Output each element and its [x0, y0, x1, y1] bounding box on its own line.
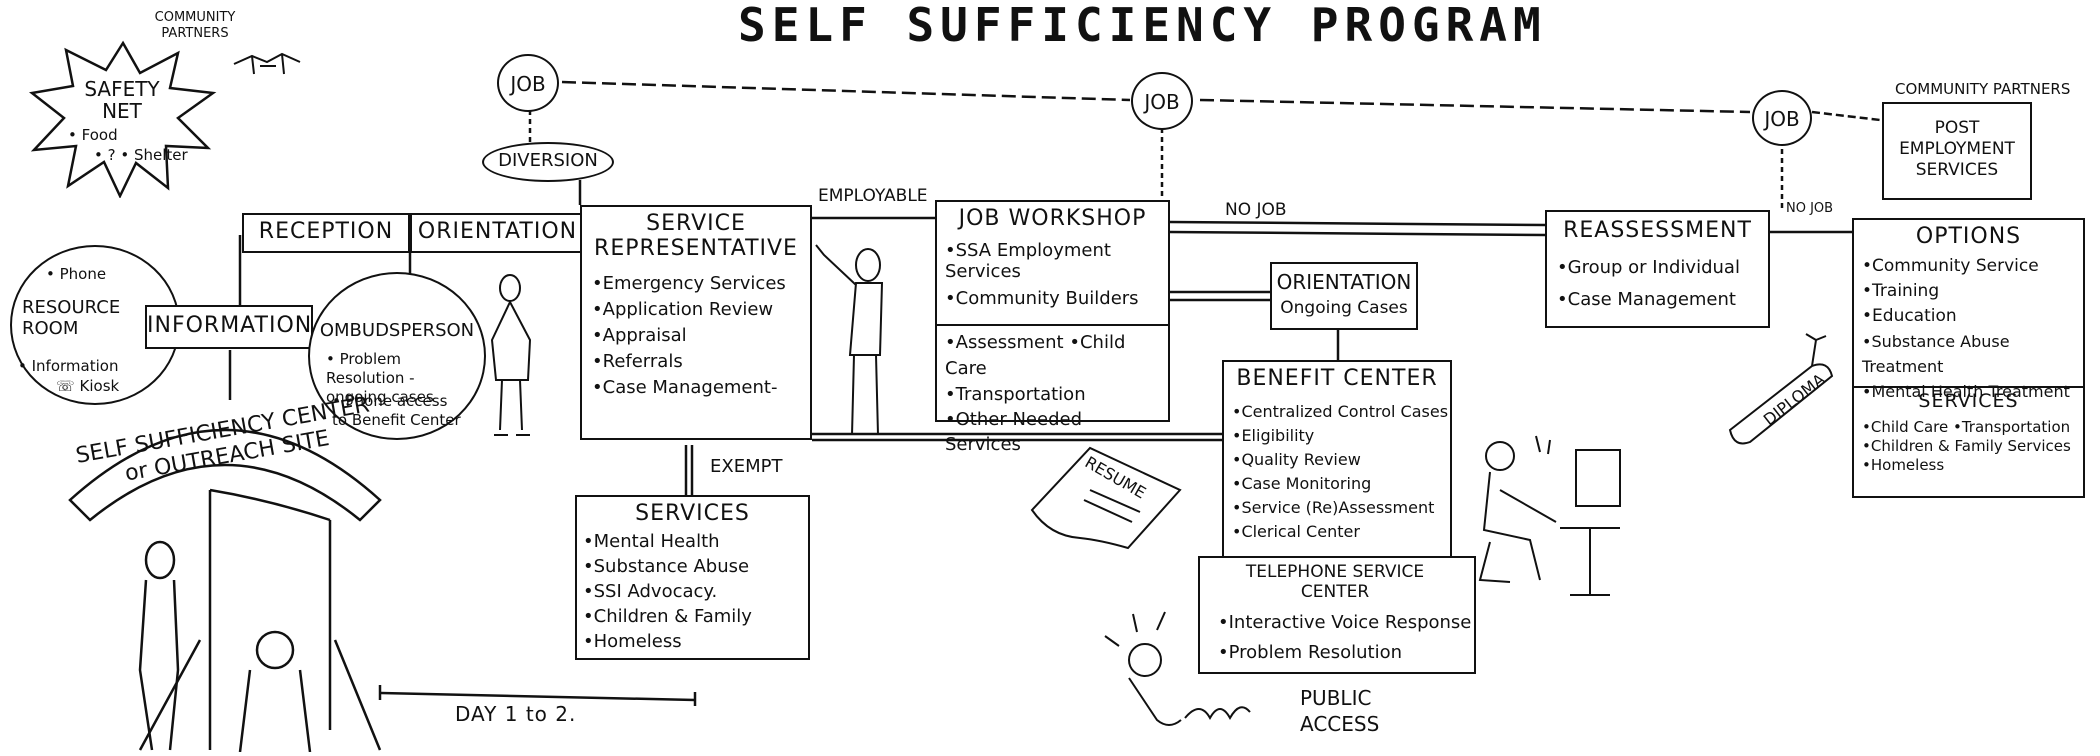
information-box: INFORMATION	[145, 305, 313, 349]
diploma-icon: DIPLOMA	[1720, 330, 1850, 450]
service-representative-box: SERVICE REPRESENTATIVE Emergency Service…	[580, 205, 812, 440]
resource-room-title: RESOURCE ROOM	[22, 297, 121, 339]
exempt-label: EXEMPT	[710, 456, 783, 477]
safety-net-item: • Food	[68, 126, 118, 144]
no-job-label: NO JOB	[1225, 200, 1287, 220]
reassessment-box: REASSESSMENT Group or Individual Case Ma…	[1545, 210, 1770, 328]
job-workshop-title: JOB WORKSHOP	[958, 206, 1147, 231]
services-right-item: Transportation	[1953, 418, 2070, 436]
resume-document: RESUME	[1020, 440, 1190, 550]
services-right-item: Child Care	[1862, 418, 1948, 436]
services-right-item: Homeless	[1862, 456, 2082, 475]
service-rep-item: Case Management-	[592, 375, 786, 401]
benefit-center-item: Quality Review	[1232, 448, 1448, 472]
service-representative-title: SERVICE REPRESENTATIVE	[594, 211, 798, 261]
benefit-center-item: Eligibility	[1232, 424, 1448, 448]
handshake-icon	[232, 48, 302, 80]
telephone-icon	[1085, 608, 1265, 738]
safety-net-item: • ? • Shelter	[94, 146, 188, 164]
options-item: Substance Abuse Treatment	[1862, 329, 2083, 379]
community-partners-label-left: COMMUNITY PARTNERS	[154, 10, 236, 41]
telephone-service-center-box: TELEPHONE SERVICE CENTER Interactive Voi…	[1198, 556, 1476, 674]
service-rep-item: Application Review	[592, 297, 786, 323]
benefit-center-item: Case Monitoring	[1232, 472, 1448, 496]
orientation-ongoing-subtitle: Ongoing Cases	[1280, 298, 1408, 318]
services-item: SSI Advocacy.	[583, 579, 752, 604]
service-rep-item: Appraisal	[592, 323, 786, 349]
safety-net-title: SAFETY NET	[84, 77, 160, 123]
ombudsperson-item: • Problem Resolution - ongoing cases	[326, 350, 434, 406]
job-node: JOB	[1131, 72, 1193, 130]
job-workshop-box: JOB WORKSHOP SSA Employment Services Com…	[935, 200, 1170, 455]
computer-user-figure	[1470, 430, 1640, 600]
diversion-node: DIVERSION	[482, 142, 614, 182]
post-employment-box: POST EMPLOYMENT SERVICES	[1882, 102, 2032, 200]
resource-room-item: • Phone	[46, 265, 107, 283]
services-right-item: Children & Family Services	[1862, 437, 2082, 456]
reassessment-item: Group or Individual	[1557, 252, 1740, 284]
public-access-label: PUBLIC ACCESS	[1300, 686, 1380, 736]
ombudsperson: OMBUDSPERSON • Problem Resolution - ongo…	[308, 272, 486, 440]
benefit-center-item: Service (Re)Assessment	[1232, 496, 1448, 520]
services-item: Mental Health	[583, 529, 752, 554]
telephone-center-title: TELEPHONE SERVICE CENTER	[1245, 562, 1425, 602]
services-title: SERVICES	[635, 501, 750, 526]
person-figure	[482, 270, 542, 445]
resource-room-item: ☏ Kiosk	[56, 377, 120, 395]
benefit-center-item: Centralized Control Cases	[1232, 400, 1448, 424]
services-item: Substance Abuse	[583, 554, 752, 579]
job-workshop-item: Assessment	[945, 332, 1064, 353]
job-node: JOB	[497, 54, 559, 112]
orientation-ongoing-title: ORIENTATION	[1276, 270, 1412, 294]
job-workshop-item: Other Needed Services	[945, 407, 1163, 457]
day-label: DAY 1 to 2.	[455, 702, 577, 726]
job-workshop-item: Community Builders	[945, 286, 1163, 312]
no-job-right-label: NO JOB	[1786, 201, 1834, 216]
telephone-center-item: Problem Resolution	[1218, 638, 1471, 668]
page-title: SELF SUFFICIENCY PROGRAM	[738, 0, 1547, 52]
telephone-center-item: Interactive Voice Response	[1218, 608, 1472, 638]
ombudsperson-item: • Phone access to Benefit Center	[332, 392, 461, 429]
services-box: SERVICES Mental Health Substance Abuse S…	[575, 495, 810, 660]
resource-room-item: • Information	[18, 357, 119, 375]
benefit-center-item: Clerical Center	[1232, 520, 1448, 544]
service-rep-item: Emergency Services	[592, 271, 786, 297]
job-node: JOB	[1752, 90, 1812, 146]
options-title: OPTIONS	[1915, 224, 2022, 249]
outreach-site-doorway: SELF SUFFICIENCY CENTER or OUTREACH SITE	[60, 390, 390, 753]
community-partners-label-right: COMMUNITY PARTNERS	[1895, 80, 2071, 98]
safety-net-burst: SAFETY NET • Food • ? • Shelter	[28, 38, 218, 199]
job-workshop-item: SSA Employment Services	[945, 240, 1163, 282]
service-rep-item: Referrals	[592, 349, 786, 375]
services-right-title: SERVICES	[1918, 390, 2019, 412]
options-item: Education	[1862, 304, 2083, 329]
services-item: Children & Family	[583, 604, 752, 629]
employable-label: EMPLOYABLE	[818, 186, 928, 206]
reception-box: RECEPTION	[242, 213, 410, 253]
services-item: Homeless	[583, 629, 752, 654]
options-item: Community Service	[1862, 254, 2083, 279]
orientation-ongoing-box: ORIENTATION Ongoing Cases	[1270, 262, 1418, 330]
benefit-center-title: BENEFIT CENTER	[1236, 366, 1438, 391]
options-item: Training	[1862, 279, 2083, 304]
options-box: OPTIONS Community Service Training Educa…	[1852, 218, 2085, 498]
job-workshop-item: Transportation	[945, 382, 1163, 407]
reassessment-title: REASSESSMENT	[1563, 218, 1752, 243]
ombudsperson-title: OMBUDSPERSON	[319, 320, 475, 341]
benefit-center-box: BENEFIT CENTER Centralized Control Cases…	[1222, 360, 1452, 560]
reassessment-item: Case Management	[1557, 284, 1740, 316]
orientation-box: ORIENTATION	[410, 213, 585, 253]
person-figure	[810, 235, 900, 450]
